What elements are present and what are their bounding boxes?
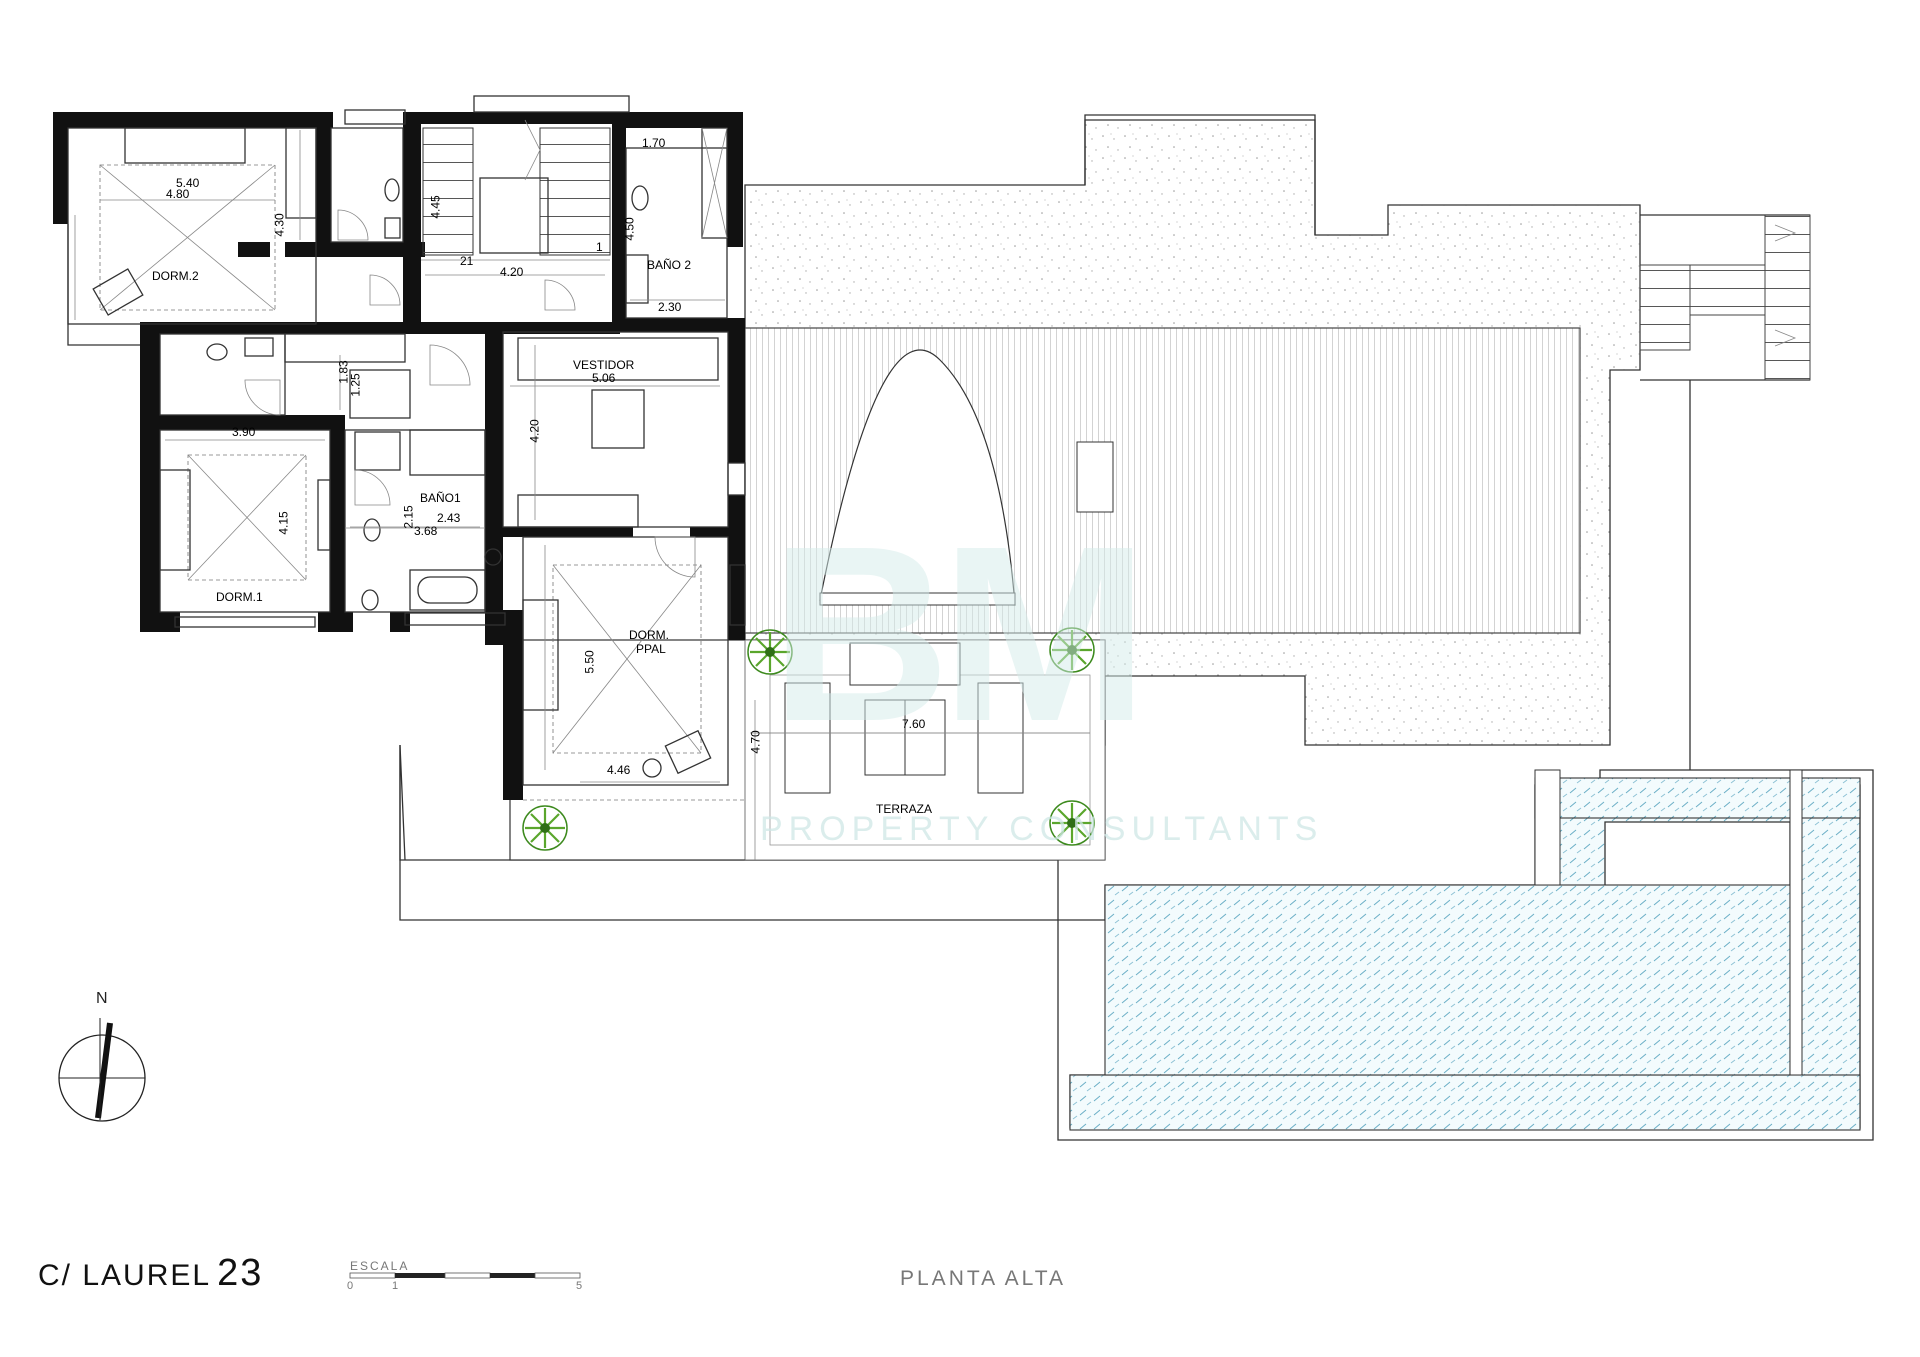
right-stairs-upper [1764, 214, 1811, 381]
dorm-ppal-rug [552, 564, 702, 754]
dorm1-room [159, 429, 331, 613]
plant-icon [1049, 800, 1095, 846]
sink-icon [244, 337, 274, 357]
terrace-lounger-right [977, 682, 1024, 794]
watermark-text: PROPERTY CONSULTANTS [760, 810, 1324, 848]
bano2-room [625, 147, 728, 319]
scale-tick: 5 [576, 1280, 583, 1292]
title-number: 23 [217, 1252, 264, 1294]
compass-icon [58, 1018, 146, 1122]
plant-name: PLANTA ALTA [900, 1267, 1067, 1290]
stairs-right [539, 127, 611, 256]
deck-vent [1076, 441, 1114, 513]
right-stairs-lower [1639, 264, 1691, 351]
toilet-icon [631, 185, 649, 211]
toilet-icon [384, 178, 400, 202]
stairs-left [422, 127, 474, 256]
vestidor-island [591, 389, 645, 449]
building-walls [53, 112, 745, 800]
dorm-ppal-bed [522, 599, 559, 711]
scale-bar [349, 1272, 581, 1279]
right-stairs-mid [1689, 264, 1766, 316]
deck-skylight [819, 349, 1016, 606]
scale-tick: 0 [347, 1280, 354, 1292]
terrace-table-left [864, 699, 906, 776]
toilet-icon [206, 343, 228, 361]
dorm1-window [174, 616, 316, 628]
bano2-shower [701, 127, 728, 239]
bano1-room [344, 429, 486, 613]
plant-icon [747, 629, 793, 675]
watermark-logo: BM [770, 494, 1149, 773]
corridor-closet [349, 369, 411, 419]
title-street: C/ LAUREL [38, 1259, 212, 1292]
bidet-icon [361, 589, 379, 611]
pool-steps [1534, 777, 1861, 819]
sink-icon [625, 254, 649, 304]
stair-landing [479, 177, 549, 254]
stair-window [473, 95, 630, 113]
plant-icon [1049, 627, 1095, 673]
scale-tick: 1 [392, 1280, 399, 1292]
dorm2-room [67, 127, 317, 325]
vestidor-room [502, 331, 729, 528]
bidet-icon [384, 217, 401, 239]
toilet-icon [363, 518, 381, 542]
terrace-table-right [904, 699, 946, 776]
terrace-sofa [849, 642, 961, 686]
bathtub-icon [409, 569, 486, 611]
bano1-vanity [409, 429, 486, 476]
roof-box [1084, 114, 1316, 235]
dorm1-bed [159, 469, 191, 571]
dorm2-bed [124, 127, 246, 164]
bath-top [330, 127, 404, 243]
dorm2-closet [285, 127, 317, 219]
scale-label: ESCALA [350, 1259, 410, 1273]
dorm1-rug [187, 454, 307, 581]
lower-terrace-outline [399, 745, 1058, 921]
bath-dorm1 [159, 333, 286, 416]
dorm2-rug [99, 164, 276, 311]
terrace-lounger-left [784, 682, 831, 794]
north-label: N [96, 990, 108, 1007]
plant-icon [522, 805, 568, 851]
